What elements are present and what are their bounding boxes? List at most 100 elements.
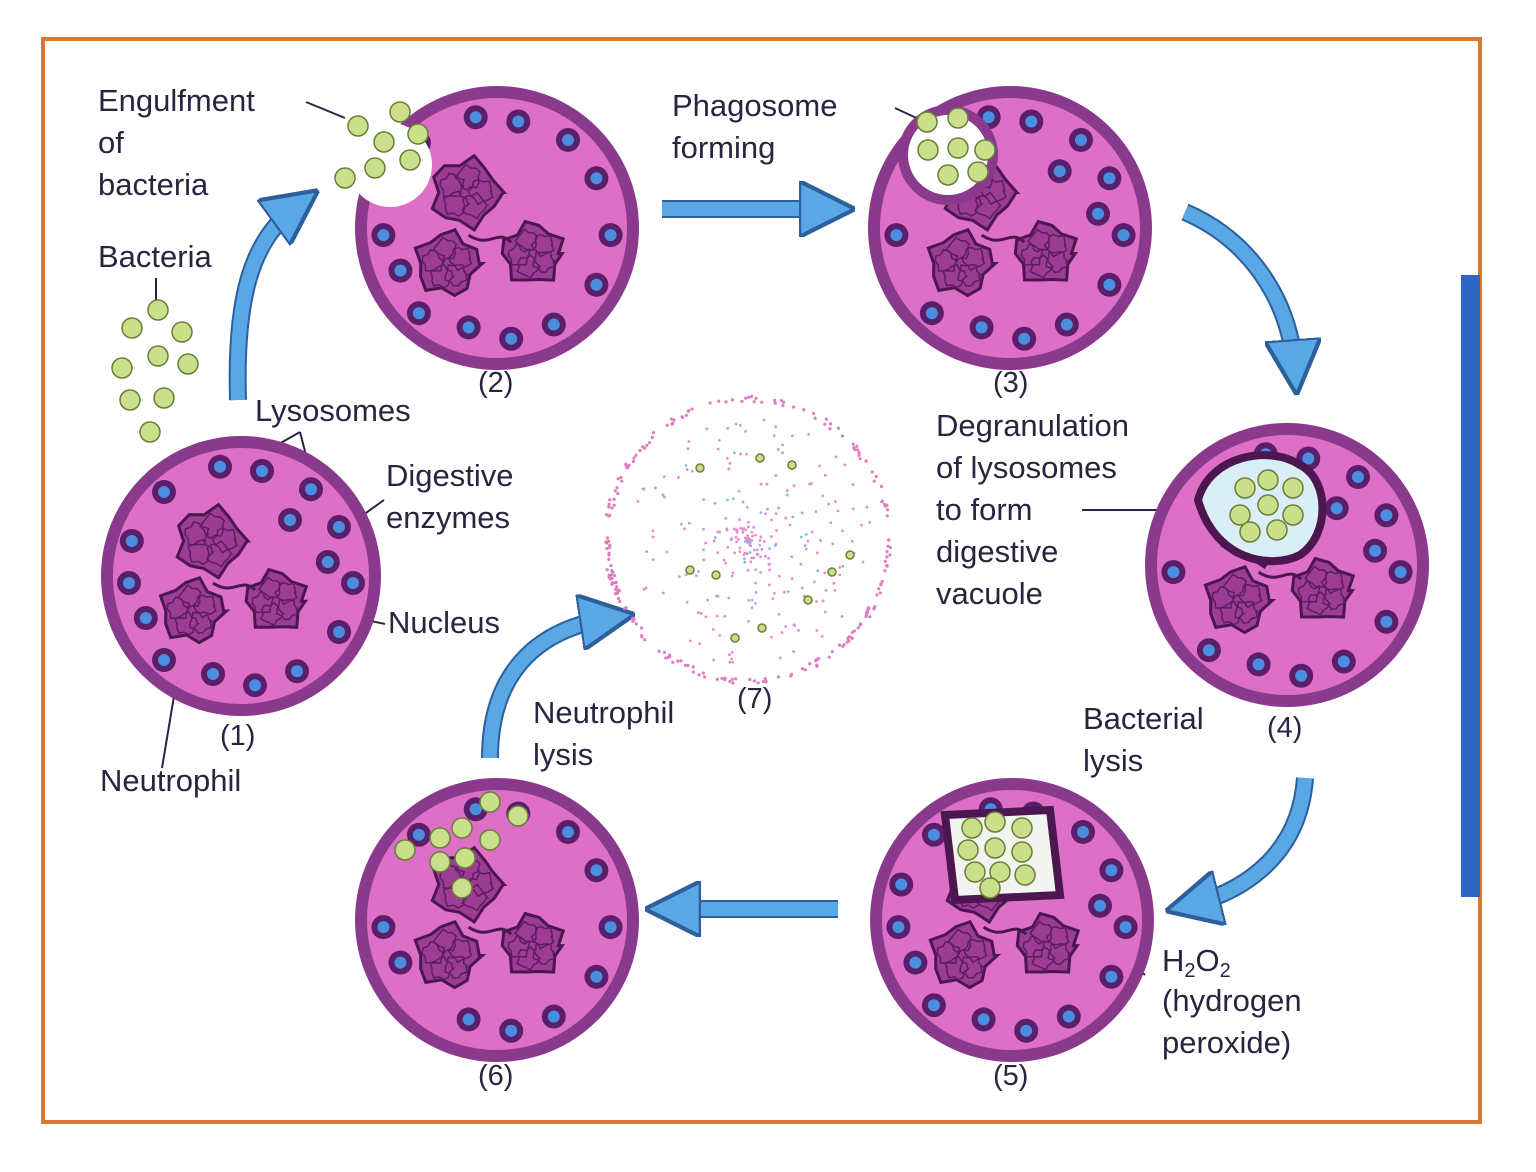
debris-dot [738,546,742,550]
bacterium [827,567,837,577]
debris-dot [609,563,613,568]
debris-dot [610,568,614,573]
debris-dot [768,568,771,572]
debris-dot [676,659,680,663]
debris-dot [680,415,684,419]
debris-dot [762,540,766,543]
lysosome-core [1020,1024,1033,1037]
nucleus-detail [1020,243,1044,266]
debris-dot [607,502,611,507]
lysosome-core [1167,566,1180,579]
debris-dot [784,516,788,520]
debris-dot [781,451,784,455]
nucleus-detail [1045,925,1070,950]
debris-dot [750,530,754,534]
debris-dot [631,616,635,620]
debris-dot [607,505,611,509]
cytoplasm [367,98,627,358]
debris-dot [746,534,749,537]
label-engulfment-line-2: of [98,125,124,160]
nucleus-detail [454,163,481,191]
neutrophil-cell-6 [355,778,639,1062]
lysosome-core [890,229,903,242]
debris-dot [728,660,732,664]
nucleus-detail [429,263,456,289]
debris-dot [666,655,670,659]
nucleus-detail [174,611,201,636]
bacterium [974,139,996,161]
debris-dot [824,588,828,592]
debris-dot [754,591,758,594]
label-bacterial-lysis-line-1: Bacterial [1083,701,1204,736]
debris-dot [785,493,789,497]
lysosome-core [562,133,574,146]
debris-dot [728,653,731,657]
label-lysosomes: Lysosomes [255,393,411,428]
debris-dot [616,477,620,481]
debris-dot [662,495,666,499]
bacterium [389,101,411,123]
debris-dot [642,587,646,591]
debris-dot [777,506,781,510]
debris-dot [654,486,657,490]
debris-dot [651,431,656,435]
debris-dot [734,677,738,681]
debris-dot [885,555,889,559]
bacterium [757,623,767,633]
bacterium [429,827,451,849]
debris-dot [634,453,638,457]
debris-dot [738,423,742,427]
debris-dot [888,553,892,557]
debris-dot [741,500,745,504]
lysosome-core [512,115,525,128]
debris-dot [821,494,825,498]
debris-dot [875,593,879,597]
lysosome-core [1105,970,1118,983]
debris-dot [823,422,827,426]
nucleus-detail [187,538,216,566]
nucleus-detail [444,263,470,287]
debris-dot [751,534,754,538]
lysosome-core [1053,165,1066,178]
debris-dot [735,528,739,532]
debris-dot [679,522,683,526]
debris-dot [813,580,816,584]
debris-dot [746,395,751,399]
bacterium [947,137,969,159]
debris-dot [723,614,727,618]
debris-dot [749,394,754,399]
debris-dot [743,560,747,564]
debris-dot [612,503,616,507]
bacterium [947,107,969,129]
debris-dot [744,430,747,433]
debris-dot [624,465,629,469]
bacterium [334,167,356,189]
lysosome-core [505,1024,518,1037]
debris-dot [753,581,757,585]
debris-dot [720,676,724,681]
lysosome-core [590,864,603,877]
debris-dot [631,619,635,624]
debris-dot [651,535,655,539]
debris-dot [703,675,707,679]
bacterium [984,837,1006,859]
bacterium [989,861,1011,883]
lysosome-core [469,111,482,124]
debris-dot [803,544,807,548]
label-neutrophil-lysis: Neutrophil lysis [533,692,674,776]
debris-dot [691,665,695,669]
debris-dot [650,435,654,440]
debris-dot [819,539,823,542]
nucleus-detail [1222,573,1248,599]
debris-dot [704,541,708,545]
debris-dot [761,680,765,684]
lysosome-core [377,921,390,934]
label-enzymes-line-1: Digestive [386,458,514,493]
debris-dot [815,663,819,667]
label-h2o2: H2O2 [1162,940,1231,992]
debris-dot [636,500,640,503]
debris-dot [865,505,869,509]
nucleus-detail [188,611,214,634]
debris-dot [723,677,727,682]
debris-dot [661,493,665,497]
